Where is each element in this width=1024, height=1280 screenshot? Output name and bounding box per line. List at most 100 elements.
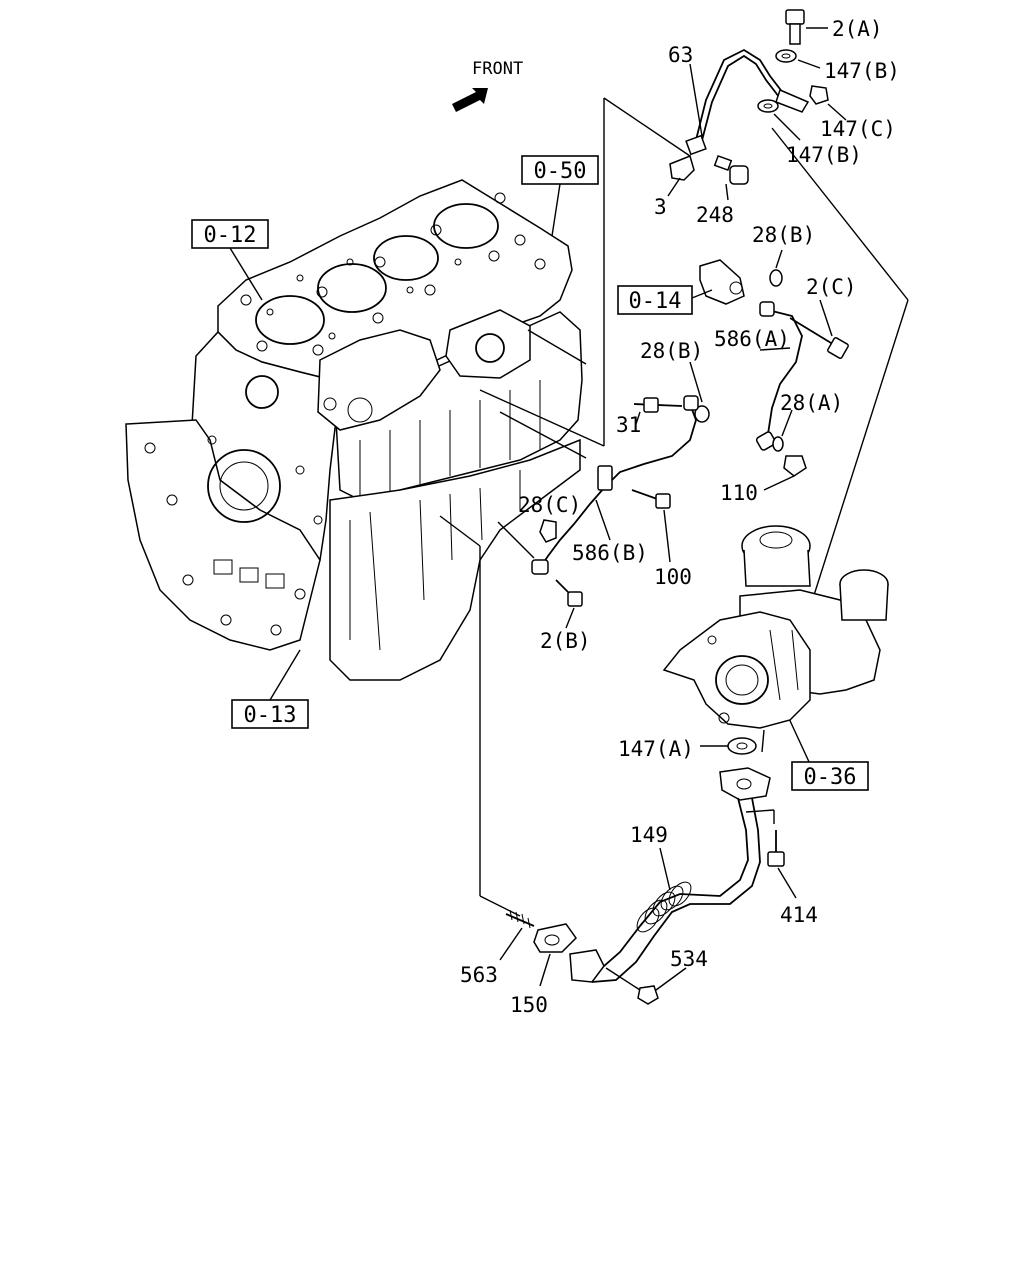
seal-28c [539, 519, 557, 543]
clip-3 [667, 154, 695, 197]
callout-147c: 147(C) [820, 117, 896, 141]
callout-534: 534 [670, 947, 708, 971]
gasket-147a-body [727, 737, 757, 755]
callout-28b-mid: 28(B) [640, 339, 703, 363]
washer-147b-lower [757, 99, 779, 113]
front-label: FRONT [472, 59, 523, 79]
cylinder-bore-3 [373, 235, 439, 281]
ref-box-0-50: 0-50 [521, 155, 599, 185]
callout-147b-lower: 147(B) [786, 143, 862, 167]
svg-text:0-13: 0-13 [244, 703, 297, 728]
seal-28a [772, 409, 793, 452]
injection-pump-bolt [323, 397, 337, 411]
svg-text:0-50: 0-50 [534, 159, 587, 184]
sensor-unit-0-14 [691, 259, 745, 305]
oil-pan [329, 438, 581, 681]
callout-100: 100 [654, 565, 692, 589]
bolt-414 [767, 830, 797, 899]
front-direction-indicator: FRONT [452, 59, 523, 112]
callout-2c: 2(C) [806, 275, 857, 299]
cylinder-bore-4 [433, 203, 499, 249]
block-ribs [359, 380, 541, 500]
callout-147b-upper: 147(B) [824, 59, 900, 83]
oil-filter-mount [445, 309, 531, 379]
nut-534 [605, 967, 687, 1005]
bolt-shank [789, 23, 801, 45]
engine-block-illustration [125, 179, 583, 681]
front-plate-holes [144, 435, 323, 636]
bolt-2a [785, 9, 828, 45]
callout-2b: 2(B) [540, 629, 591, 653]
svg-text:0-36: 0-36 [804, 765, 857, 790]
drain-pipe-flange [719, 767, 771, 801]
crankshaft-seal-bore [207, 449, 281, 523]
oil-feed-pipe [693, 48, 791, 149]
bolt-2c-head [827, 337, 849, 359]
injection-pump [317, 329, 441, 431]
wastegate-body [743, 549, 811, 587]
oil-feed-pipe-63 [685, 48, 810, 156]
front-arrow-icon [452, 88, 488, 112]
bolt-100 [631, 489, 671, 563]
turbine-housing [662, 611, 811, 729]
gasket-150 [533, 923, 577, 987]
camshaft-bore [245, 375, 279, 409]
drain-pipe-inner [591, 797, 761, 983]
oil-filter-port [475, 333, 505, 363]
injection-pump-flange [347, 397, 373, 423]
pipe-586b-end [531, 559, 549, 575]
oil-pipe-586b [531, 395, 699, 575]
turbo-housing-fins [769, 629, 799, 701]
seal-28b-upper [769, 249, 783, 287]
bolt-2b-head [567, 591, 583, 607]
oil-drain-pipe-149 [569, 767, 775, 983]
callout-28a: 28(A) [780, 391, 843, 415]
gasket-147a [700, 729, 765, 755]
callout-586b: 586(B) [572, 541, 648, 565]
washer-147b-upper [775, 49, 797, 63]
pipe-end-fitting [685, 134, 707, 156]
ref-box-0-12: 0-12 [191, 219, 269, 249]
callout-labels: 63 2(A) 147(B) 147(C) 147(B) 3 248 28(B)… [460, 17, 900, 1017]
crankshaft-seal-inner [219, 461, 269, 511]
callout-150: 150 [510, 993, 548, 1017]
turbocharger-illustration [662, 525, 889, 729]
svg-text:0-14: 0-14 [629, 289, 682, 314]
pipe-586b-bracket [597, 465, 613, 491]
stud-31-nut [643, 397, 659, 413]
seal-28a-body [772, 436, 784, 452]
plug-110 [763, 455, 807, 491]
turbine-outlet [715, 655, 769, 705]
callout-586a: 586(A) [714, 327, 790, 351]
callout-28b-upper: 28(B) [752, 223, 815, 247]
seal-28b-upper-body [769, 269, 783, 287]
ref-box-0-13: 0-13 [231, 699, 309, 729]
pipe-bracket [775, 88, 810, 113]
drain-pipe-outer [585, 797, 749, 969]
fitting-147c-body [809, 85, 829, 105]
callout-110: 110 [720, 481, 758, 505]
reference-leaders [229, 97, 909, 917]
ref-box-0-36: 0-36 [791, 761, 869, 791]
bolt-414-head [767, 851, 785, 867]
timing-gear-plate [125, 419, 321, 651]
callout-31: 31 [616, 413, 641, 437]
callout-248: 248 [696, 203, 734, 227]
bolt-head [785, 9, 805, 25]
fitting-147c [809, 85, 847, 121]
callout-28c: 28(C) [518, 493, 581, 517]
eye-bolt-248 [713, 154, 749, 201]
pipe-586a [765, 309, 803, 443]
stud-31 [633, 397, 683, 425]
svg-text:0-12: 0-12 [204, 223, 257, 248]
stud-563 [499, 909, 535, 961]
callout-63: 63 [668, 43, 693, 67]
oil-pan-ribs [349, 470, 521, 651]
plug-110-body [783, 455, 807, 477]
cylinder-bore-1 [255, 295, 325, 345]
clip-3-body [669, 154, 695, 181]
callout-2a: 2(A) [832, 17, 883, 41]
ref-box-0-14: 0-14 [617, 285, 693, 315]
